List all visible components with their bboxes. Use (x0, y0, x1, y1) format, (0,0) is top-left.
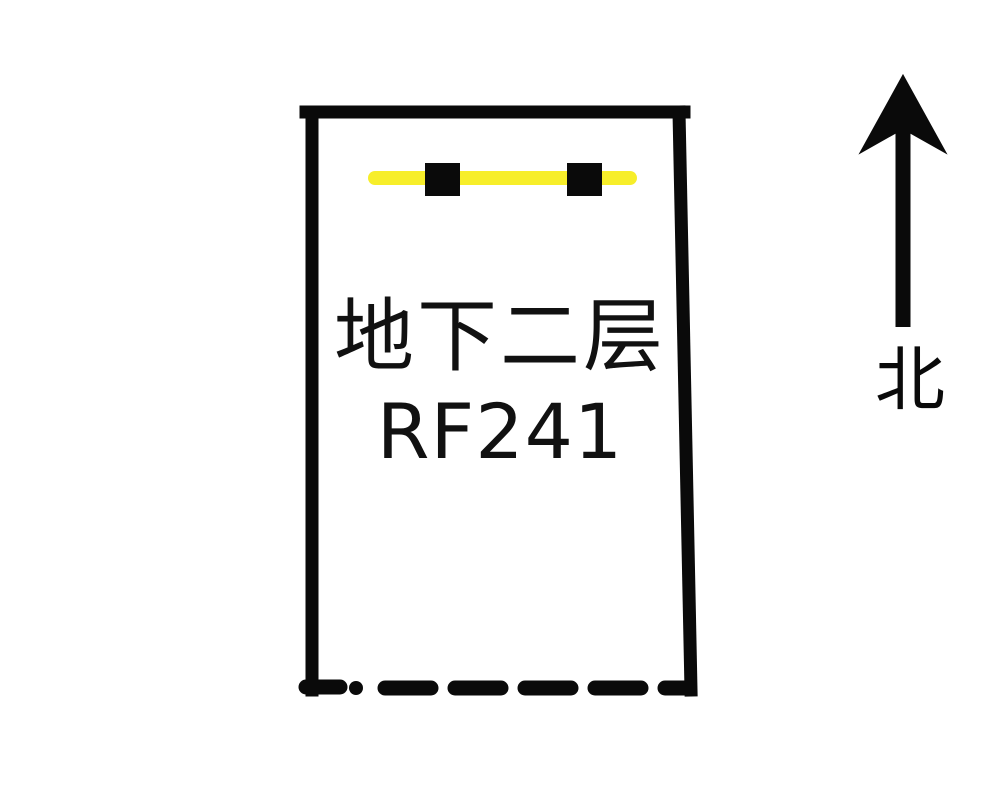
corridor-marker[interactable] (368, 163, 637, 196)
corridor-node-1-icon[interactable] (425, 163, 460, 196)
room-boundary-dot (349, 681, 363, 695)
compass-north-arrow-icon (858, 73, 948, 327)
compass-arrow-shape (858, 73, 948, 327)
room-wall-right (672, 105, 698, 697)
room-outline (299, 105, 698, 697)
room-boundary-bottom-dashed (298, 679, 696, 696)
corridor-node-2-icon[interactable] (567, 163, 602, 196)
